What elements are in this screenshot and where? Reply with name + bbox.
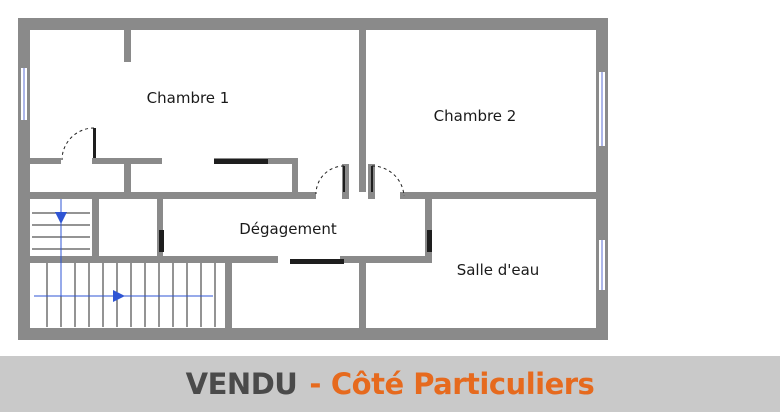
- room-label-degagement: Dégagement: [239, 220, 337, 238]
- sold-status: VENDU: [185, 367, 298, 401]
- stair-direction-arrow: [34, 199, 213, 302]
- interior-walls: [30, 30, 596, 328]
- floor-plan: Chambre 1 Chambre 2 Dégagement Salle d'e…: [18, 18, 608, 340]
- room-label-chambre-1: Chambre 1: [147, 89, 230, 107]
- staircase: [32, 212, 216, 327]
- door-swings: [61, 127, 405, 197]
- room-label-chambre-2: Chambre 2: [434, 107, 517, 125]
- windows: [21, 68, 605, 290]
- outer-wall: [18, 18, 608, 340]
- door-panels: [93, 128, 432, 264]
- banner-separator: -: [309, 367, 321, 401]
- sold-banner: VENDU - Côté Particuliers: [0, 356, 780, 412]
- agency-name: Côté Particuliers: [330, 367, 595, 401]
- room-label-salle-eau: Salle d'eau: [457, 261, 540, 279]
